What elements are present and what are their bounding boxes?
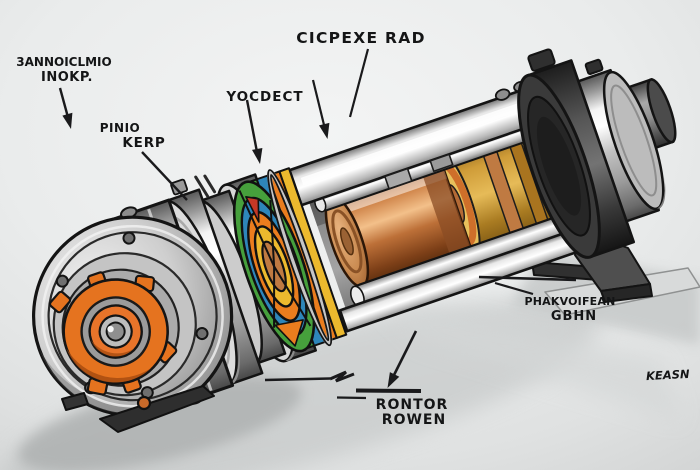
- motor-device: [31, 48, 677, 417]
- label-kerp: KERP: [122, 135, 165, 151]
- line-zigzag-tail: [264, 377, 331, 382]
- arrowhead-yocdec-1: [252, 148, 263, 164]
- arrowhead-yocdec-2: [319, 122, 330, 139]
- leader-bottom-arrow: [391, 330, 418, 378]
- label-right-1: PHAKVOIFEAN: [524, 295, 615, 308]
- label-top-left-2: INOKP.: [41, 70, 93, 85]
- label-right-2: GBHN: [551, 309, 597, 324]
- leader-yocdec-2: [311, 79, 327, 130]
- feet: [61, 385, 215, 433]
- label-title: CICPEXE RAD: [296, 29, 426, 47]
- leader-right-1: [478, 275, 577, 282]
- underline-thin: [336, 396, 367, 400]
- arrowhead-bottom: [387, 372, 400, 388]
- underline-thick: [355, 388, 422, 393]
- label-top-left-1: 3ANNOICLMIO: [16, 55, 111, 69]
- leader-pinio: [141, 151, 188, 201]
- leader-right-2: [494, 281, 534, 296]
- callout-labels: CICPEXE RAD 3ANNOICLMIO INOKP. YOCDECT P…: [16, 29, 690, 428]
- label-yocdec: YOCDECT: [225, 89, 303, 105]
- leader-yocdec-1: [245, 99, 259, 153]
- label-rowen: ROWEN: [382, 412, 446, 428]
- arrowhead-top-left: [62, 112, 73, 129]
- leader-title: [348, 48, 370, 118]
- dark-end-ring: [517, 48, 636, 259]
- zigzag: [329, 370, 355, 383]
- leader-lines: [58, 48, 577, 400]
- front-collar-ring: [266, 170, 333, 346]
- hub: [48, 271, 178, 396]
- outer-shell: [288, 73, 604, 333]
- label-rontor: RONTOR: [376, 397, 449, 413]
- label-keasn: KEASN: [646, 367, 691, 383]
- colored-rings: [232, 167, 348, 353]
- label-pinio: PINIO: [100, 121, 140, 135]
